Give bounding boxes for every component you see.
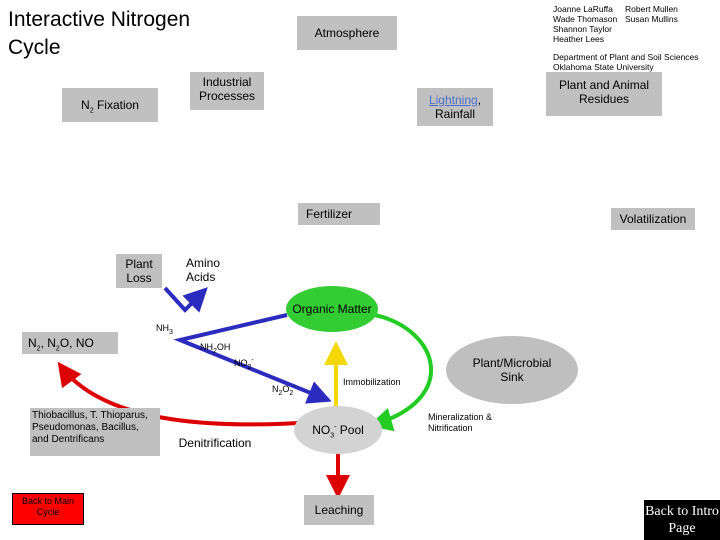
mineralization-label: Mineralization & Nitrification — [428, 412, 493, 433]
fertilizer-box[interactable]: Fertilizer — [298, 203, 380, 225]
back-to-intro-page-button[interactable]: Back to Intro Page — [644, 500, 720, 540]
lightning-rainfall-box[interactable]: Lightning, Rainfall — [417, 88, 493, 126]
nh3-label: NH3 — [156, 323, 173, 336]
n2-fixation-box[interactable]: N2 Fixation — [62, 88, 158, 122]
atmosphere-label: Atmosphere — [314, 26, 380, 40]
amino-acids-label: Amino Acids — [186, 256, 221, 284]
gases-label: N2, N2O, NO — [28, 336, 94, 353]
arrow-plantloss-to-organic — [163, 286, 208, 313]
lightning-rainfall-label: Lightning, Rainfall — [428, 93, 482, 121]
no3-pool-node[interactable]: NO3- Pool — [294, 406, 382, 454]
leaching-box[interactable]: Leaching — [304, 495, 374, 525]
plant-microbial-sink-node[interactable]: Plant/Microbial Sink — [446, 336, 578, 404]
lightning-link[interactable]: Lightning — [428, 93, 478, 107]
author-list-1: Joanne LaRuffa Wade Thomason Shannon Tay… — [553, 4, 617, 44]
no3-pool-label: NO3- Pool — [312, 423, 364, 440]
immobilization-label: Immobilization — [343, 377, 401, 387]
volatilization-box[interactable]: Volatilization — [611, 208, 695, 230]
plant-loss-label: Plant Loss — [125, 257, 153, 285]
arrow-organic-to-no3 — [173, 313, 332, 404]
arrow-mineralization — [368, 313, 433, 432]
industrial-processes-label: Industrial Processes — [198, 75, 256, 103]
author-list-2: Robert Mullen Susan Mullins — [625, 4, 678, 24]
plant-animal-residues-box[interactable]: Plant and Animal Residues — [546, 72, 662, 116]
author: Robert Mullen — [625, 4, 678, 14]
no2-label: NO2- — [234, 357, 254, 371]
bacteria-box[interactable]: Thiobacillus, T. Thioparus, Pseudomonas,… — [30, 408, 160, 456]
author: Shannon Taylor — [553, 24, 612, 34]
organic-matter-node[interactable]: Organic Matter — [286, 286, 378, 332]
atmosphere-box[interactable]: Atmosphere — [297, 16, 397, 50]
author: Joanne LaRuffa — [553, 4, 613, 14]
n2o2-label: N2O2- — [272, 383, 296, 397]
nh2oh-label: NH2OH — [200, 342, 231, 355]
plant-microbial-sink-label: Plant/Microbial Sink — [472, 356, 552, 384]
university: Oklahoma State University — [553, 62, 654, 72]
volatilization-label: Volatilization — [619, 212, 687, 226]
author: Wade Thomason — [553, 14, 618, 24]
plant-animal-residues-label: Plant and Animal Residues — [558, 78, 650, 106]
n2-fixation-label: N2 Fixation — [81, 98, 139, 115]
denitrification-label: Denitrification — [178, 436, 252, 450]
back-to-main-cycle-button[interactable]: Back to Main Cycle — [12, 493, 84, 525]
plant-loss-box[interactable]: Plant Loss — [116, 254, 162, 288]
denitrification-box[interactable]: Denitrification — [170, 432, 260, 454]
gases-box[interactable]: N2, N2O, NO — [22, 332, 118, 354]
author: Heather Lees — [553, 34, 605, 44]
fertilizer-label: Fertilizer — [306, 207, 353, 221]
industrial-processes-box[interactable]: Industrial Processes — [190, 72, 264, 110]
leaching-label: Leaching — [314, 503, 364, 517]
affiliation: Department of Plant and Soil Sciences Ok… — [553, 52, 699, 72]
department: Department of Plant and Soil Sciences — [553, 52, 699, 62]
bacteria-label: Thiobacillus, T. Thioparus, Pseudomonas,… — [32, 410, 148, 445]
author: Susan Mullins — [625, 14, 678, 24]
page-title: Interactive Nitrogen Cycle — [8, 8, 191, 59]
organic-matter-label: Organic Matter — [292, 302, 372, 316]
